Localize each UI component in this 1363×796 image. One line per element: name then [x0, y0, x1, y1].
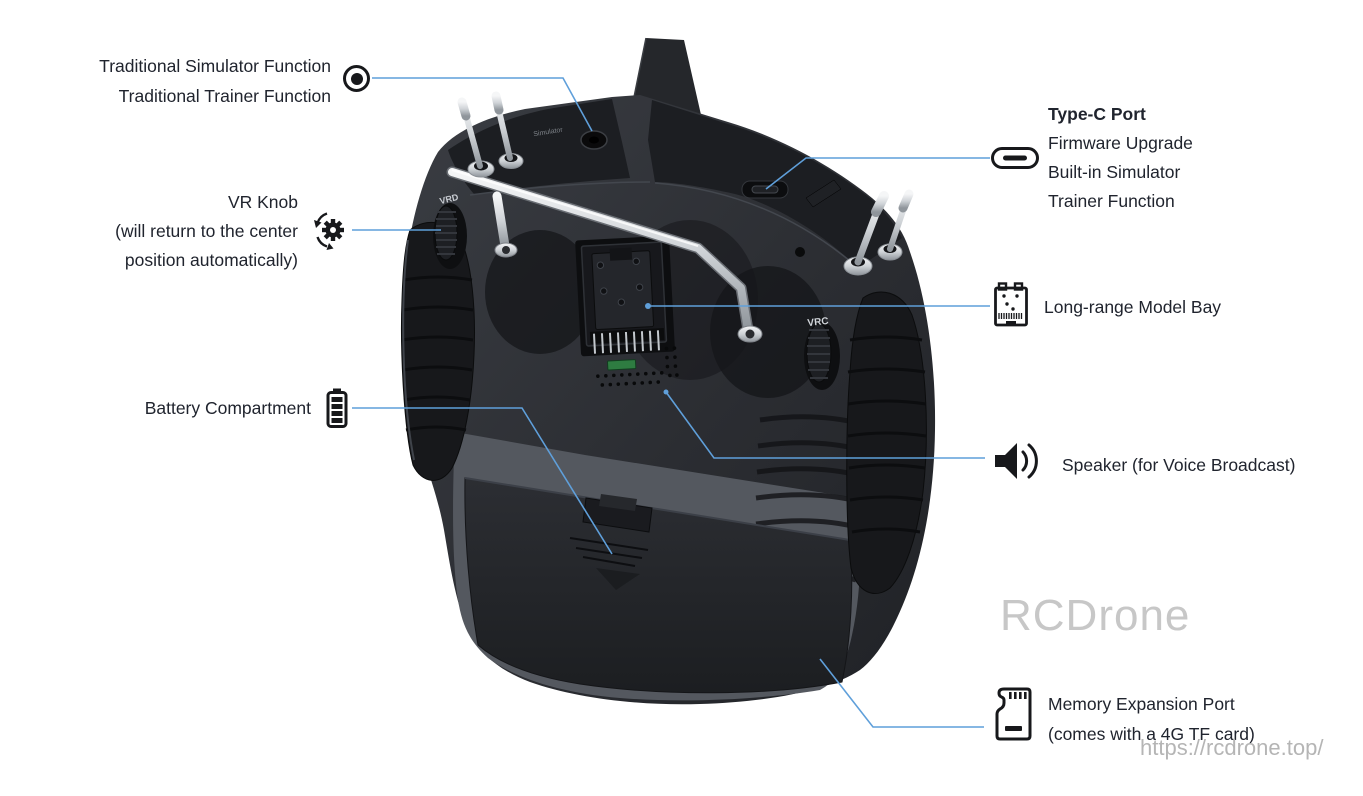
- vrd-knob-label: VRD: [439, 192, 460, 206]
- callout-vr-knob-line3: position automatically): [124, 250, 298, 270]
- audio-jack-icon: [343, 65, 370, 92]
- callout-type-c-title: Type-C Port: [1048, 104, 1146, 124]
- line-type-c: [765, 157, 990, 190]
- speaker-holes: [596, 346, 679, 387]
- battery-cover: [464, 477, 853, 694]
- callout-speaker: Speaker (for Voice Broadcast): [1062, 450, 1295, 480]
- module-connector: [606, 359, 637, 371]
- callout-type-c-line3: Trainer Function: [1048, 191, 1175, 211]
- callout-vr-knob: VR Knob (will return to the center posit…: [28, 188, 298, 275]
- brand-watermark: RCDrone: [1000, 591, 1191, 640]
- callout-memory-line2: (comes with a 4G TF card): [1048, 724, 1255, 744]
- callout-model-bay-label: Long-range Model Bay: [1044, 297, 1222, 317]
- callout-speaker-label: Speaker (for Voice Broadcast): [1062, 455, 1296, 475]
- line-dot-model-bay: [645, 303, 651, 309]
- line-trainer-jack: [372, 77, 593, 132]
- usb-c-port-device: [741, 180, 789, 199]
- vrd-knob: VRD: [433, 192, 467, 269]
- callout-type-c-line1: Firmware Upgrade: [1048, 133, 1193, 153]
- jack-engraving-label: Simulator: [533, 127, 564, 139]
- callout-trainer-jack-line2: Traditional Trainer Function: [118, 86, 331, 106]
- callout-model-bay: Long-range Model Bay: [1044, 292, 1221, 322]
- right-grip: [846, 291, 927, 594]
- sd-card-icon: [993, 687, 1033, 747]
- speaker-icon: [993, 439, 1039, 488]
- callout-trainer-jack: Traditional Simulator Function Tradition…: [28, 51, 331, 111]
- callout-memory: Memory Expansion Port (comes with a 4G T…: [1048, 689, 1255, 749]
- battery-icon: [326, 388, 348, 433]
- usb-c-port-icon: [991, 147, 1039, 174]
- module-bay: [575, 235, 675, 371]
- callout-type-c-line2: Built-in Simulator: [1048, 162, 1181, 182]
- trainer-jack-port: Simulator: [533, 127, 608, 150]
- callout-battery-label: Battery Compartment: [144, 398, 311, 418]
- carry-handle: [446, 166, 763, 343]
- callout-vr-knob-line2: (will return to the center: [115, 221, 298, 241]
- right-toggle-switches: [805, 179, 914, 276]
- line-memory: [819, 658, 984, 728]
- line-battery: [352, 407, 613, 555]
- line-dot-speaker: [663, 389, 669, 395]
- callout-lines: [352, 77, 990, 728]
- line-speaker: [665, 391, 985, 459]
- auto-center-gear-icon: [311, 210, 351, 255]
- callout-memory-line1: Memory Expansion Port: [1048, 694, 1235, 714]
- vrc-knob: VRC: [804, 316, 840, 390]
- left-toggle-switches: [457, 91, 524, 178]
- antenna-stub: [805, 179, 842, 208]
- callout-type-c: Type-C Port Firmware Upgrade Built-in Si…: [1048, 100, 1193, 216]
- callout-trainer-jack-line1: Traditional Simulator Function: [99, 56, 331, 76]
- url-watermark: https://rcdrone.top/: [1140, 735, 1324, 760]
- callout-vr-knob-line1: VR Knob: [227, 192, 298, 212]
- module-bay-icon: [994, 282, 1028, 332]
- vrc-knob-label: VRC: [807, 316, 829, 329]
- callout-battery: Battery Compartment: [28, 393, 311, 423]
